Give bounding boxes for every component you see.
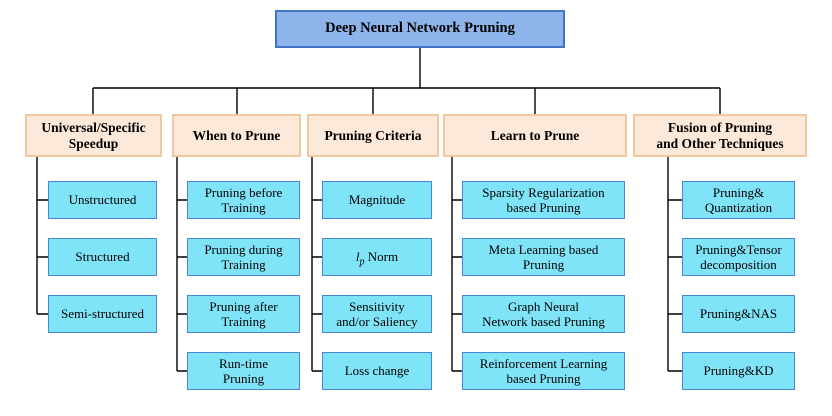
leaf-node-reinforcement-learning-pruning: Reinforcement Learning based Pruning [462, 352, 625, 390]
leaf-node-pruning-before-training: Pruning before Training [187, 181, 300, 219]
leaf-node-meta-learning-pruning: Meta Learning based Pruning [462, 238, 625, 276]
tree-edges [36, 48, 721, 372]
leaf-node-lp-norm: lp Norm [322, 238, 432, 276]
category-node-fusion-of-pruning: Fusion of Pruning and Other Techniques [633, 114, 807, 157]
category-node-pruning-criteria: Pruning Criteria [307, 114, 439, 157]
leaf-node-pruning-kd: Pruning&KD [682, 352, 795, 390]
leaf-node-sparsity-regularization-pruning: Sparsity Regularization based Pruning [462, 181, 625, 219]
leaf-node-graph-neural-network-pruning: Graph Neural Network based Pruning [462, 295, 625, 333]
root-node-deep-neural-network-pruning: Deep Neural Network Pruning [275, 10, 565, 48]
leaf-node-loss-change: Loss change [322, 352, 432, 390]
leaf-node-pruning-tensor-decomposition: Pruning&Tensor decomposition [682, 238, 795, 276]
leaf-node-unstructured: Unstructured [48, 181, 157, 219]
category-node-universal-specific-speedup: Universal/Specific Speedup [25, 114, 162, 157]
leaf-node-pruning-during-training: Pruning during Training [187, 238, 300, 276]
leaf-node-run-time-pruning: Run-time Pruning [187, 352, 300, 390]
category-node-when-to-prune: When to Prune [172, 114, 301, 157]
leaf-node-magnitude: Magnitude [322, 181, 432, 219]
lp-norm-label: lp Norm [355, 249, 399, 268]
leaf-node-semi-structured: Semi-structured [48, 295, 157, 333]
leaf-node-pruning-after-training: Pruning after Training [187, 295, 300, 333]
leaf-node-pruning-quantization: Pruning& Quantization [682, 181, 795, 219]
leaf-node-pruning-nas: Pruning&NAS [682, 295, 795, 333]
leaf-node-sensitivity-saliency: Sensitivity and/or Saliency [322, 295, 432, 333]
leaf-node-structured: Structured [48, 238, 157, 276]
category-node-learn-to-prune: Learn to Prune [443, 114, 627, 157]
